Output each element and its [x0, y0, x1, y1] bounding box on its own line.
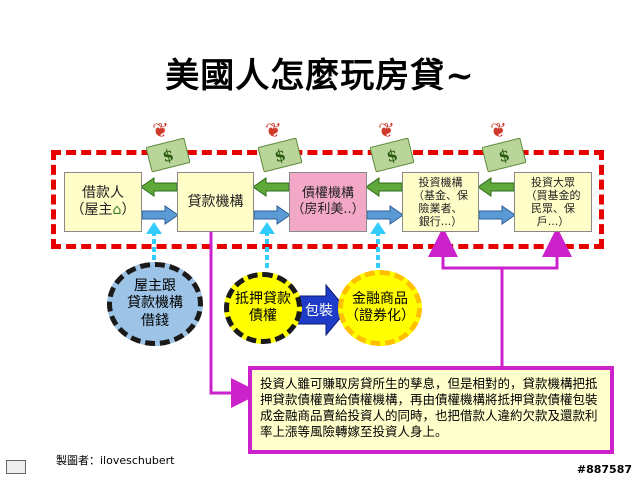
circle-line: 金融商品: [352, 290, 408, 307]
chain-box-lender: 貸款機構: [177, 172, 254, 232]
financial-product-circle: 金融商品 （證券化）: [338, 270, 422, 346]
box-line: 戶...）: [536, 215, 570, 229]
claim-flow-arrow: [478, 205, 516, 225]
circle-line: 借錢: [141, 312, 169, 329]
package-label: 包裝: [305, 303, 333, 319]
box-line: 投資機構: [418, 175, 463, 189]
circle-line: 債權: [249, 308, 277, 324]
box-line: （買基金的: [525, 188, 581, 202]
box-line: （屋主: [70, 202, 113, 218]
money-flow-arrow: [140, 177, 178, 197]
circle-line: 貸款機構: [127, 295, 183, 312]
claim-flow-arrow: [366, 205, 404, 225]
transaction-chain-frame: [51, 150, 604, 249]
author-credit: 製圖者：iloveschubert: [56, 454, 175, 467]
box-line: 借款人: [82, 185, 124, 202]
box-line: ）: [121, 202, 136, 218]
money-flow-arrow: [477, 177, 515, 197]
box-line: （屋主⌂）: [71, 202, 136, 219]
box-line: 險業者、: [418, 202, 463, 215]
borrowing-circle: 屋主跟 貸款機構 借錢: [107, 262, 203, 346]
box-line: 民眾、保: [531, 202, 575, 215]
risk-transfer-line: [428, 227, 504, 366]
box-line: 銀行...）: [418, 215, 463, 229]
circle-line: 抵押貸款: [235, 290, 291, 307]
chain-box-public-investors: 投資大眾 （買基金的 民眾、保 戶...）: [514, 172, 592, 232]
box-line: 貸款機構: [187, 193, 244, 210]
package-arrow: [297, 283, 348, 337]
flying-bird-icon: ❦: [152, 118, 169, 142]
claim-flow-arrow: [141, 205, 179, 225]
box-line: 債權機構: [301, 186, 354, 202]
mortgage-claim-circle: 抵押貸款 債權: [224, 272, 302, 344]
laptop-icon: [6, 460, 26, 474]
claim-flow-arrow: [253, 205, 291, 225]
page-title: 美國人怎麼玩房貸~: [165, 56, 475, 96]
chain-box-borrower: 借款人 （屋主⌂）: [64, 172, 142, 232]
flying-bird-icon: ❦: [265, 118, 282, 142]
flying-bird-icon: ❦: [378, 118, 395, 142]
house-icon: ⌂: [112, 202, 122, 218]
risk-explanation-note: 投資人雖可賺取房貸所生的孳息，但是相對的，貸款機構把抵押貸款債權賣給債權機構，再…: [248, 366, 614, 454]
money-flow-arrow: [365, 177, 403, 197]
circle-line: 屋主跟: [134, 277, 176, 294]
box-line: （基金、保: [413, 188, 468, 202]
box-line: （房利美..）: [291, 202, 365, 217]
circle-line: （證券化）: [345, 308, 415, 324]
image-code: #887587: [576, 463, 632, 476]
chain-box-institutional-investor: 投資機構 （基金、保 險業者、 銀行...）: [402, 172, 479, 232]
risk-transfer-line: [209, 232, 261, 408]
chain-box-mbs-agency: 債權機構 （房利美..）: [289, 172, 367, 232]
flying-bird-icon: ❦: [490, 118, 507, 142]
money-flow-arrow: [252, 177, 290, 197]
box-line: 投資大眾: [531, 175, 575, 189]
